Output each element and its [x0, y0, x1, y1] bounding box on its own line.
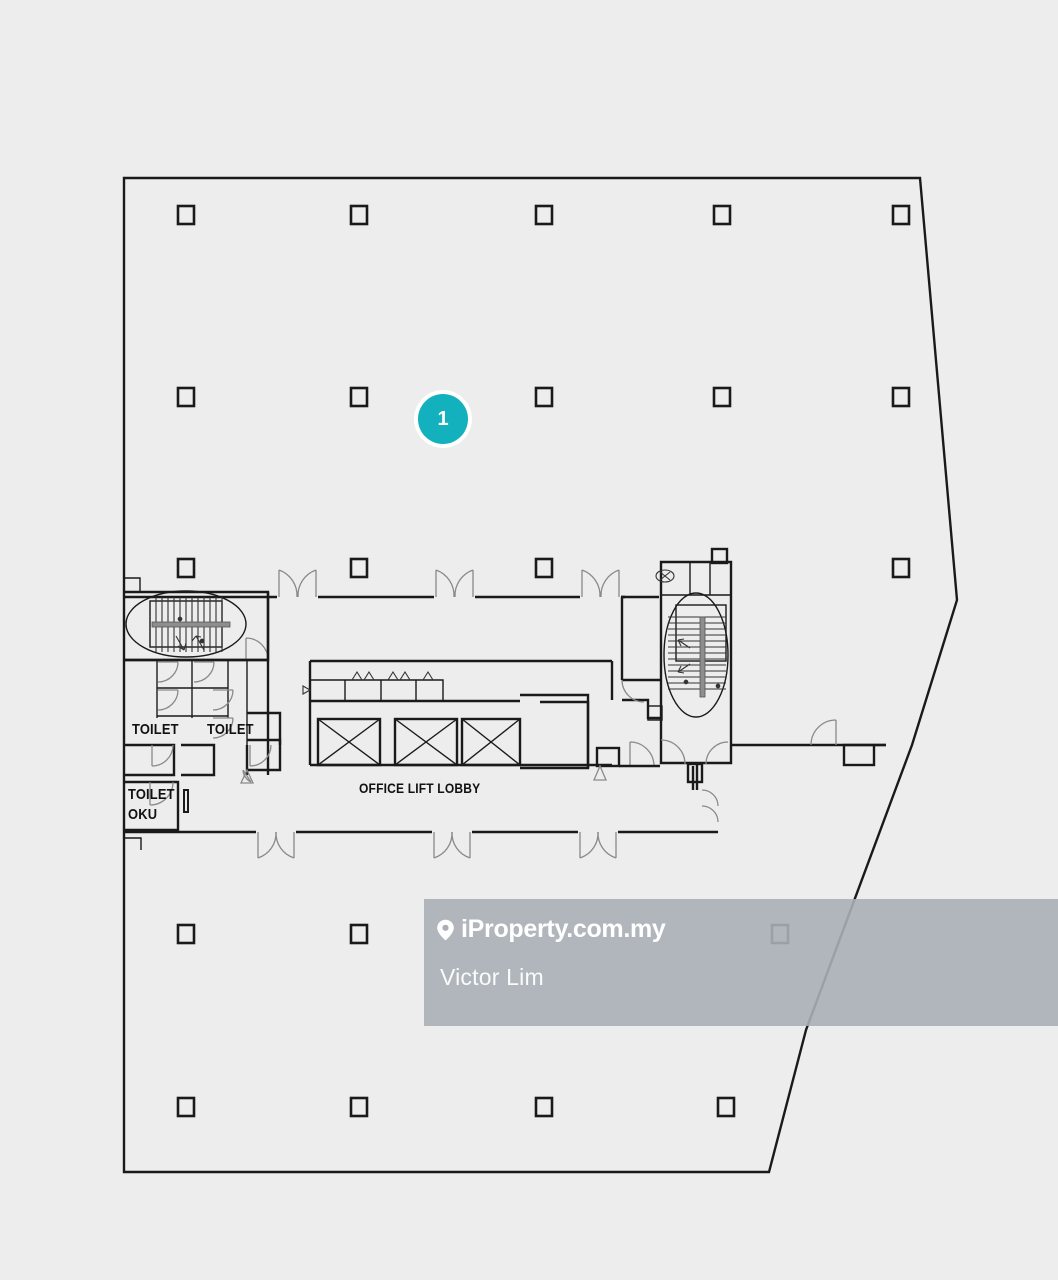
watermark-overlay: iProperty.com.my Victor Lim — [424, 899, 1058, 1026]
left-staircase — [124, 577, 270, 662]
watermark-brand-text: iProperty.com.my — [461, 915, 666, 943]
label-toilet-right: TOILET — [207, 721, 254, 738]
watermark-brand-row: iProperty.com.my — [436, 917, 1058, 942]
label-toilet-left: TOILET — [132, 721, 179, 738]
unit-location-marker[interactable]: 1 — [414, 390, 472, 448]
building-outline — [122, 176, 959, 1174]
right-staircase — [620, 547, 733, 823]
label-office-lift-lobby: OFFICE LIFT LOBBY — [359, 780, 481, 796]
right-corridor-wall — [731, 719, 886, 767]
label-toilet-oku-line2: OKU — [128, 806, 158, 823]
door-swing-group-top — [278, 569, 620, 598]
toilet-block — [124, 658, 282, 850]
door-swing-group-bottom — [257, 831, 617, 859]
building-core — [124, 547, 886, 859]
label-toilet-oku-line1: TOILET — [128, 786, 175, 803]
location-pin-icon — [436, 919, 455, 941]
lift-cars — [316, 717, 522, 767]
office-lift-lobby — [302, 659, 660, 781]
watermark-agent-name: Victor Lim — [440, 964, 544, 990]
label-toilet-oku: TOILET OKU — [128, 785, 175, 825]
column-grid — [176, 204, 911, 1118]
unit-marker-number: 1 — [418, 394, 468, 444]
